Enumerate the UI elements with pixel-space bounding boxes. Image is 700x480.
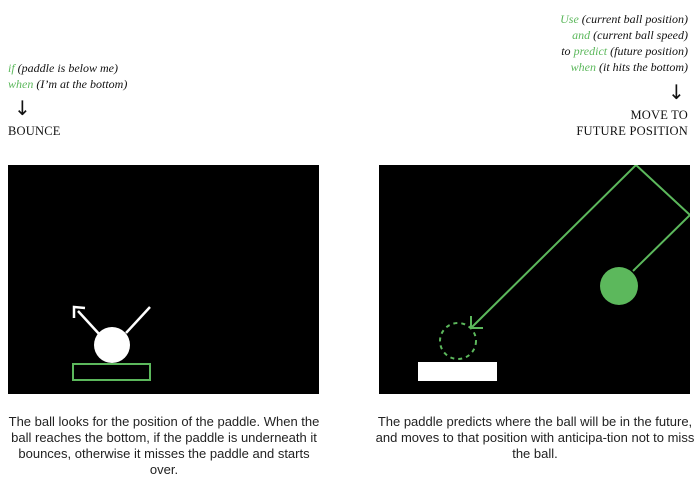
keyword-predict: predict [573, 44, 608, 58]
keyword-when: when [8, 77, 34, 91]
bounce-arrow-left [77, 310, 101, 336]
paddle [418, 362, 497, 381]
right-code-line-2-text: (current ball speed) [590, 28, 688, 42]
right-code-line-3: to predict (future position) [560, 43, 688, 59]
predict-diagram [418, 165, 690, 381]
ball [94, 327, 130, 363]
right-code-line-1: Use (current ball position) [560, 11, 688, 27]
keyword-if: if [8, 61, 15, 75]
left-code-block: if (paddle is below me) when (I’m at the… [8, 60, 127, 92]
right-action-line-1: MOVE TO [630, 108, 688, 122]
current-ball [600, 267, 638, 305]
left-code-line-1: if (paddle is below me) [8, 60, 127, 76]
down-arrow-icon: ↓ [14, 96, 31, 120]
right-code-line-4: when (it hits the bottom) [560, 59, 688, 75]
right-code-line-3-prefix: to [561, 44, 574, 58]
predict-caption: The paddle predicts where the ball will … [375, 414, 695, 461]
right-action-line-2: FUTURE POSITION [576, 124, 688, 138]
left-code-line-1-text: (paddle is below me) [14, 61, 118, 75]
bounce-diagram [72, 305, 151, 381]
bounce-caption: The ball looks for the position of the p… [8, 414, 320, 477]
down-arrow-icon-right: ↓ [668, 80, 685, 104]
predicted-trajectory [470, 165, 690, 329]
right-code-line-3-text: (future position) [607, 44, 688, 58]
right-code-line-4-text: (it hits the bottom) [596, 60, 688, 74]
paddle-outline [72, 363, 151, 381]
bounce-diagram-panel [8, 165, 319, 394]
left-code-line-2: when (I’m at the bottom) [8, 76, 127, 92]
right-code-line-2: and (current ball speed) [560, 27, 688, 43]
keyword-and: and [572, 28, 591, 42]
bounce-arrowhead-left [72, 305, 86, 318]
predict-diagram-panel [379, 165, 690, 394]
right-code-block: Use (current ball position) and (current… [560, 11, 688, 75]
bounce-arrow-right [125, 306, 151, 334]
keyword-use: Use [560, 12, 579, 26]
left-code-line-2-text: (I’m at the bottom) [33, 77, 128, 91]
right-code-line-1-text: (current ball position) [578, 12, 688, 26]
bounce-label: BOUNCE [8, 124, 61, 138]
keyword-when-2: when [570, 60, 596, 74]
predicted-ball-position [439, 322, 477, 360]
move-to-future-position-label: MOVE TO FUTURE POSITION [576, 107, 688, 139]
